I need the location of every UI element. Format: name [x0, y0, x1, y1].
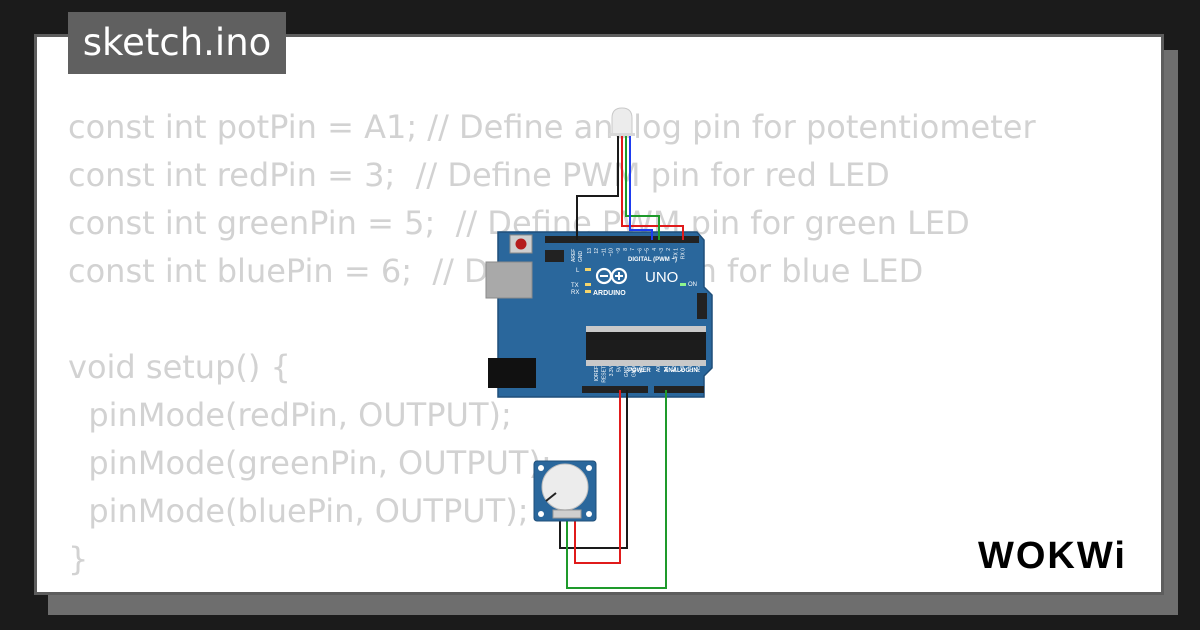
digital-pin-label-10: ~3 [659, 248, 665, 254]
code-line: pinMode(greenPin, OUTPUT); [68, 444, 552, 482]
wokwi-logo: WOKWi [978, 535, 1127, 574]
aref-label: AREF [571, 249, 577, 262]
analog-pin-label-5: A5 [696, 366, 702, 372]
power-pin-label-4: GND [624, 366, 630, 378]
power-header [582, 386, 648, 393]
potentiometer[interactable] [533, 460, 597, 522]
digital-pin-label-1: 12 [594, 248, 600, 254]
board-model: UNO [645, 269, 678, 286]
wire-black-pot [559, 390, 628, 549]
on-label: ON [688, 282, 697, 288]
code-line: pinMode(bluePin, OUTPUT); [68, 492, 529, 530]
digital-pin-label-6: 7 [630, 248, 636, 251]
digital-pin-label-12: TX 1 [673, 248, 679, 259]
arduino-logo-icon [595, 267, 628, 285]
digital-pin-label-13: RX 0 [681, 248, 687, 259]
digital-pin-label-7: ~6 [637, 248, 643, 254]
wire-red-pot [574, 390, 621, 564]
wire-black-led [576, 136, 619, 240]
rx-label: RX [571, 290, 579, 296]
digital-pin-label-9: 4 [652, 248, 658, 251]
analog-header [654, 386, 704, 393]
wire-green-led [625, 136, 660, 240]
usb-connector [485, 261, 533, 299]
icsp-header [545, 250, 564, 262]
power-pin-label-1: RESET [602, 366, 608, 383]
digital-label: DIGITAL (PWM ~) [628, 257, 677, 263]
analog-pin-label-2: A2 [672, 366, 678, 372]
reset-button[interactable] [509, 234, 533, 254]
code-line: const int redPin = 3; // Define PWM pin … [68, 156, 890, 194]
board-brand: ARDUINO [593, 290, 626, 297]
potentiometer-knob[interactable] [541, 463, 589, 511]
code-line: const int potPin = A1; // Define analog … [68, 108, 1036, 146]
wire-green-pot [566, 390, 667, 589]
icsp-header-right [697, 293, 707, 319]
power-pin-label-2: 3.3V [609, 365, 615, 376]
analog-pin-label-0: A0 [656, 366, 662, 372]
atmega-chip [586, 332, 706, 360]
code-line: } [68, 540, 89, 578]
digital-pin-label-8: ~5 [645, 248, 651, 254]
digital-pin-label-3: ~10 [609, 248, 615, 257]
power-label: POWER [628, 368, 651, 374]
tx-label: TX [571, 283, 579, 289]
power-pin-label-3: 5V [617, 365, 623, 372]
analog-pin-label-4: A4 [688, 366, 694, 372]
digital-pin-label-4: ~9 [616, 248, 622, 254]
digital-pin-label-11: 2 [666, 248, 672, 251]
power-pin-label-0: IOREF [594, 366, 600, 381]
code-line: pinMode(redPin, OUTPUT); [68, 396, 512, 434]
analog-pin-label-1: A1 [664, 366, 670, 372]
code-line: void setup() { [68, 348, 291, 386]
file-tab[interactable]: sketch.ino [68, 12, 286, 74]
power-pin-label-5: GND [632, 366, 638, 378]
wires [559, 136, 684, 589]
wire-red-led [621, 136, 684, 240]
analog-pin-label-3: A3 [680, 366, 686, 372]
code-line: const int greenPin = 5; // Define PWM pi… [68, 204, 970, 242]
gnd-label: GND [578, 251, 584, 263]
wokwi-logo-text: WOKWi [978, 535, 1127, 574]
arduino-uno-board[interactable]: UNO ARDUINO DIGITAL (PWM ~) ANALOG IN PO… [485, 231, 713, 398]
wire-blue-led [629, 136, 653, 240]
digital-pin-label-5: 8 [623, 248, 629, 251]
code-preview: const int potPin = A1; // Define analog … [68, 103, 1036, 583]
power-jack [488, 358, 536, 388]
digital-pin-label-2: ~11 [601, 248, 607, 256]
rgb-led[interactable] [609, 107, 635, 136]
digital-header [545, 236, 699, 243]
led-l-label: L [576, 268, 580, 274]
power-pin-label-6: Vin [639, 366, 645, 373]
analog-label: ANALOG IN [664, 368, 698, 374]
digital-pin-label-0: 13 [587, 248, 593, 254]
